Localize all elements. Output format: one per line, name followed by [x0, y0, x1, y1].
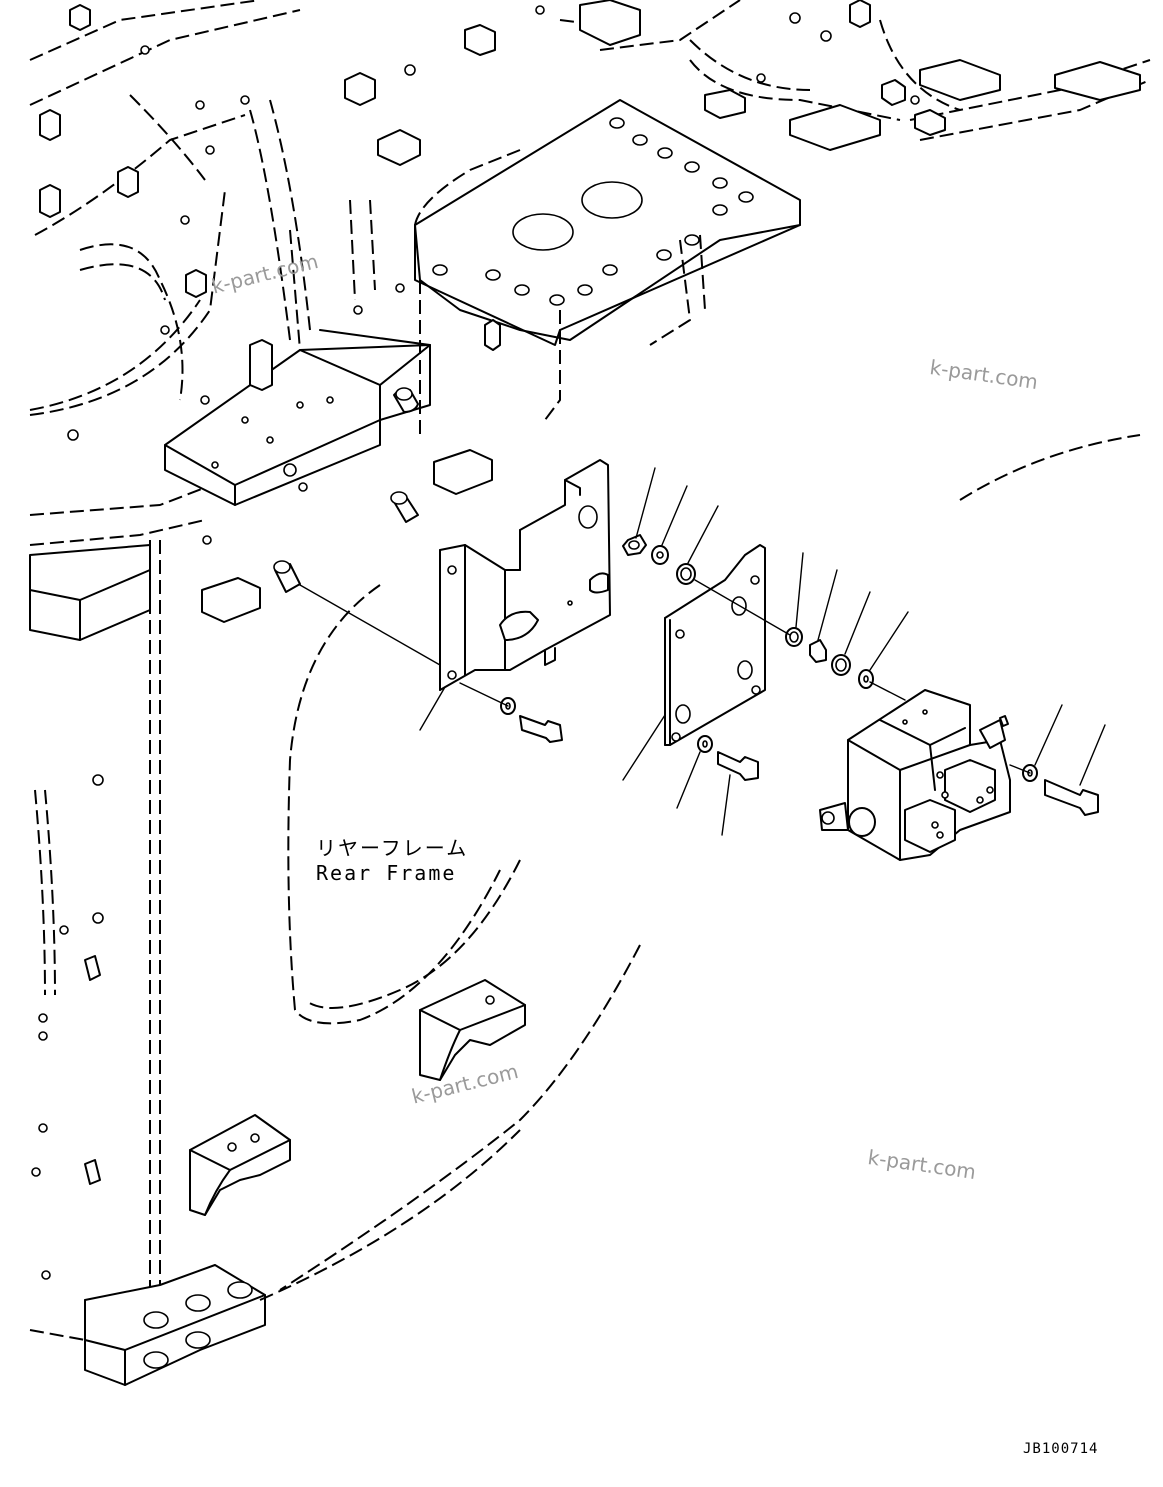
small-blocks: [39, 0, 946, 623]
frame-mounting-block: [164, 329, 431, 506]
bushings: [273, 387, 419, 593]
leader-lines: [299, 467, 1106, 836]
rear-frame-label-en: Rear Frame: [316, 861, 457, 885]
mounting-plate-right: [664, 544, 766, 746]
upper-frame-structure: [29, 0, 376, 546]
lower-brackets: [189, 979, 526, 1216]
bottom-hinge: [29, 1129, 521, 1386]
valve-assembly: [819, 689, 1011, 861]
fasteners: [500, 534, 1099, 816]
upper-right-rail: [559, 0, 1151, 151]
drawing-code: JB100714: [1023, 1441, 1099, 1457]
rear-frame-label-jp: リヤーフレーム: [316, 836, 469, 860]
upper-mounting-plate: [414, 99, 801, 440]
mounting-bracket-left: [439, 459, 611, 691]
left-frame: [29, 540, 161, 1290]
rear-frame-outline: [279, 434, 1141, 1291]
